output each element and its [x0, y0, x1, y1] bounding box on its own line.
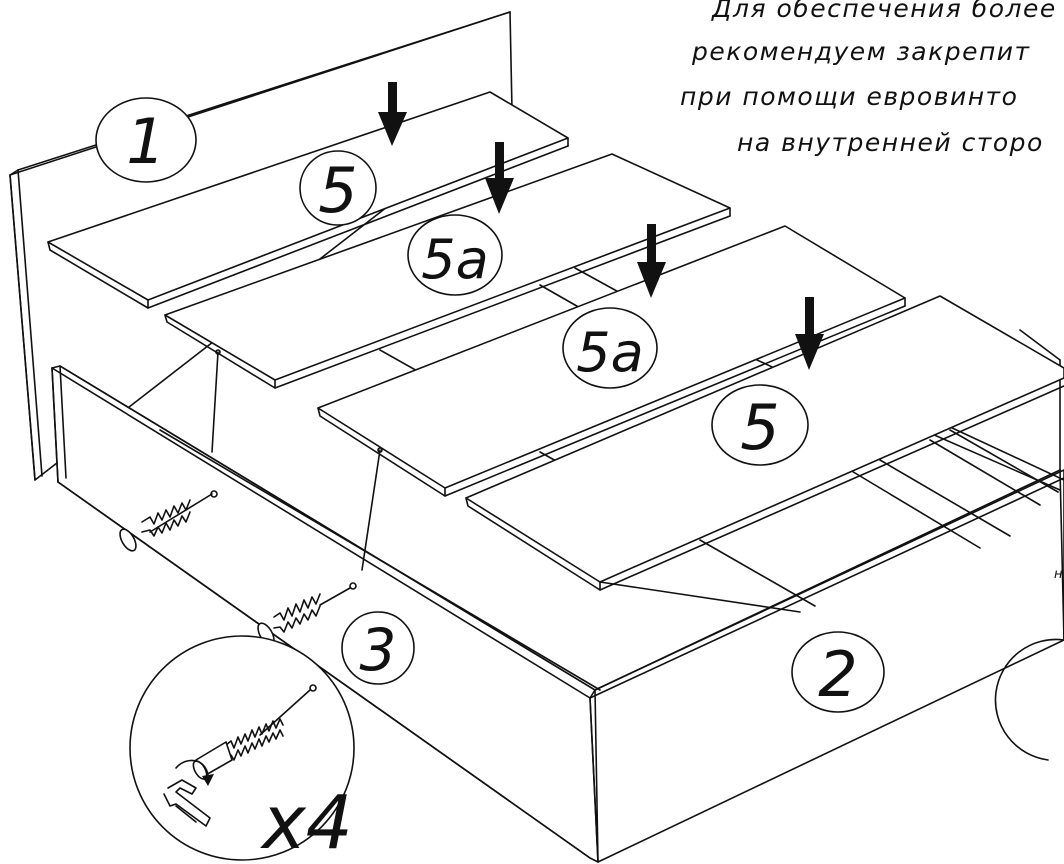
down-arrow-icon — [378, 82, 407, 146]
callout-1-label: 1 — [126, 105, 165, 178]
callout-5a-second-label: 5a — [421, 228, 488, 291]
callout-5-front-label: 5 — [318, 154, 357, 227]
note-line-2: рекомендуем закрепит — [692, 37, 1031, 66]
note-line-4: на внутренней сторо — [737, 128, 1044, 157]
rotation-arrow-icon — [202, 774, 214, 786]
down-arrow-icon — [485, 142, 514, 214]
note-line-3: при помощи евровинто — [680, 82, 1019, 111]
screw-icon — [119, 490, 218, 552]
side-note-fragment: н — [1054, 567, 1063, 582]
partial-callout-circle — [994, 638, 1064, 761]
callout-5-back-label: 5 — [740, 391, 779, 464]
callout-5a-third-circle — [562, 307, 658, 389]
down-arrow-icon — [637, 224, 666, 298]
callout-5a-second-circle — [407, 214, 503, 296]
detail-inset — [129, 635, 355, 861]
hex-key-icon — [163, 779, 211, 827]
quantity-label: x4 — [260, 780, 353, 864]
callout-5-front-circle — [299, 150, 377, 226]
callout-5a-third-label: 5a — [576, 321, 643, 384]
rotation-arrow-icon — [175, 759, 209, 777]
down-arrow-icon — [795, 297, 824, 370]
callout-5-back-circle — [711, 384, 809, 466]
callout-2-circle — [791, 631, 885, 713]
callout-3-circle — [341, 611, 415, 685]
hex-key-icon — [175, 805, 197, 823]
note-line-1: Для обеспечения более — [712, 0, 1057, 23]
callout-3-label: 3 — [360, 616, 397, 684]
callout-1-circle — [95, 97, 197, 183]
callout-2-label: 2 — [818, 638, 857, 711]
